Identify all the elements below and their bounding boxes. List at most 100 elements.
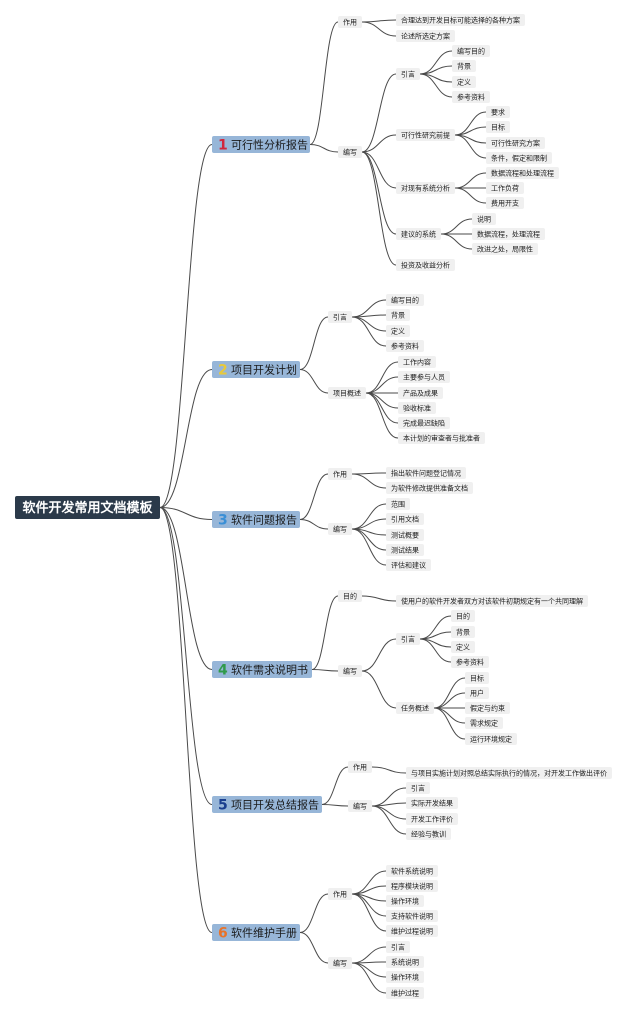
item-node[interactable]: 实际开发结果: [406, 797, 458, 809]
group-node[interactable]: 编写: [338, 665, 362, 677]
leaf-node[interactable]: 要求: [486, 106, 510, 118]
leaf-node[interactable]: 说明: [472, 213, 496, 225]
item-node[interactable]: 引言: [406, 782, 430, 794]
leaf-node[interactable]: 改进之处，局限性: [472, 243, 538, 255]
group-node-label: 编写: [343, 148, 357, 157]
group-node[interactable]: 编写: [348, 800, 372, 812]
item-node[interactable]: 论述所选定方案: [396, 30, 455, 42]
leaf-node[interactable]: 用户: [465, 687, 489, 699]
item-node[interactable]: 系统说明: [386, 956, 424, 968]
leaf-node[interactable]: 需求规定: [465, 717, 503, 729]
leaf-node[interactable]: 假定与约束: [465, 702, 510, 714]
item-node-label: 论述所选定方案: [401, 32, 450, 41]
item-node[interactable]: 编写目的: [386, 294, 424, 306]
item-node[interactable]: 操作环境: [386, 895, 424, 907]
item-node-label: 测试概要: [391, 531, 419, 540]
item-node[interactable]: 任务概述: [396, 702, 434, 714]
item-node[interactable]: 使用户的软件开发者双方对该软件初期规定有一个共同理解: [396, 595, 588, 607]
leaf-node[interactable]: 目标: [465, 672, 489, 684]
group-node[interactable]: 作用: [328, 888, 352, 900]
group-node[interactable]: 作用: [328, 468, 352, 480]
item-node[interactable]: 验收标准: [398, 402, 436, 414]
leaf-node[interactable]: 数据流程，处理流程: [472, 228, 545, 240]
leaf-node[interactable]: 参考资料: [451, 656, 489, 668]
item-node-label: 工作内容: [403, 358, 431, 367]
leaf-node[interactable]: 背景: [451, 626, 475, 638]
item-node[interactable]: 测试结果: [386, 544, 424, 556]
connector-line: [159, 507, 213, 670]
item-node-box: [396, 633, 420, 645]
item-node[interactable]: 建议的系统: [396, 228, 441, 240]
leaf-node[interactable]: 费用开支: [486, 197, 524, 209]
item-node[interactable]: 为软件修改提供准备文档: [386, 482, 473, 494]
item-node-box: [386, 941, 410, 953]
item-node-label: 程序模块说明: [391, 882, 433, 891]
item-node[interactable]: 合理达到开发目标可能选择的各种方案: [396, 14, 525, 26]
item-node[interactable]: 维护过程说明: [386, 925, 438, 937]
item-node[interactable]: 参考资料: [386, 340, 424, 352]
leaf-node[interactable]: 目的: [451, 610, 475, 622]
item-node[interactable]: 范围: [386, 498, 410, 510]
group-node[interactable]: 作用: [348, 761, 372, 773]
item-node[interactable]: 指出软件问题登记情况: [386, 467, 466, 479]
item-node[interactable]: 程序模块说明: [386, 880, 438, 892]
group-node[interactable]: 引言: [328, 311, 352, 323]
item-node[interactable]: 开发工作评价: [406, 813, 458, 825]
connector-line: [361, 134, 397, 153]
item-node[interactable]: 工作内容: [398, 356, 436, 368]
item-node[interactable]: 引用文档: [386, 513, 424, 525]
root-node[interactable]: 软件开发常用文档模板: [15, 496, 160, 519]
item-node[interactable]: 可行性研究前提: [396, 129, 455, 141]
connector-line: [365, 392, 399, 439]
item-node-label: 引言: [411, 784, 425, 793]
leaf-node[interactable]: 背景: [452, 60, 476, 72]
item-node[interactable]: 产品及成果: [398, 387, 443, 399]
item-node[interactable]: 操作环境: [386, 971, 424, 983]
leaf-node-box: [486, 121, 510, 133]
item-node[interactable]: 维护过程: [386, 987, 424, 999]
item-node[interactable]: 经验与教训: [406, 828, 451, 840]
item-node[interactable]: 引言: [396, 68, 420, 80]
item-node[interactable]: 引言: [396, 633, 420, 645]
item-node[interactable]: 定义: [386, 325, 410, 337]
item-node[interactable]: 主要参与人员: [398, 371, 450, 383]
leaf-node[interactable]: 数据流程和处理流程: [486, 167, 559, 179]
item-node[interactable]: 测试概要: [386, 529, 424, 541]
item-node[interactable]: 对现有系统分析: [396, 182, 455, 194]
group-node[interactable]: 编写: [338, 146, 362, 158]
leaf-node[interactable]: 参考资料: [452, 91, 490, 103]
group-node[interactable]: 编写: [328, 523, 352, 535]
item-node[interactable]: 支持软件说明: [386, 910, 438, 922]
group-node[interactable]: 编写: [328, 957, 352, 969]
leaf-node[interactable]: 定义: [451, 641, 475, 653]
group-node[interactable]: 项目概述: [328, 387, 366, 399]
item-node[interactable]: 引言: [386, 941, 410, 953]
item-node[interactable]: 软件系统说明: [386, 865, 438, 877]
leaf-node[interactable]: 条件，假定和限制: [486, 152, 552, 164]
item-node-label: 支持软件说明: [391, 912, 433, 921]
leaf-node[interactable]: 运行环境规定: [465, 733, 517, 745]
leaf-node[interactable]: 目标: [486, 121, 510, 133]
leaf-node[interactable]: 编写目的: [452, 45, 490, 57]
item-node[interactable]: 与项目实施计划对照总结实际执行的情况，对开发工作做出评价: [406, 767, 612, 779]
leaf-node[interactable]: 定义: [452, 76, 476, 88]
branch-label: 项目开发计划: [231, 363, 297, 377]
leaf-node[interactable]: 工作负荷: [486, 182, 524, 194]
leaf-node-label: 目的: [456, 612, 470, 621]
item-node[interactable]: 投资及收益分析: [396, 259, 455, 271]
item-node-label: 操作环境: [391, 973, 419, 982]
leaf-node[interactable]: 可行性研究方案: [486, 137, 545, 149]
item-node[interactable]: 完成最迟缺陷: [398, 417, 450, 429]
item-node[interactable]: 本计划的审查者与批准者: [398, 432, 485, 444]
connector-line: [321, 804, 349, 807]
group-node[interactable]: 目的: [338, 590, 362, 602]
item-node[interactable]: 背景: [386, 309, 410, 321]
group-node[interactable]: 作用: [338, 16, 362, 28]
item-node[interactable]: 评估和建议: [386, 559, 431, 571]
